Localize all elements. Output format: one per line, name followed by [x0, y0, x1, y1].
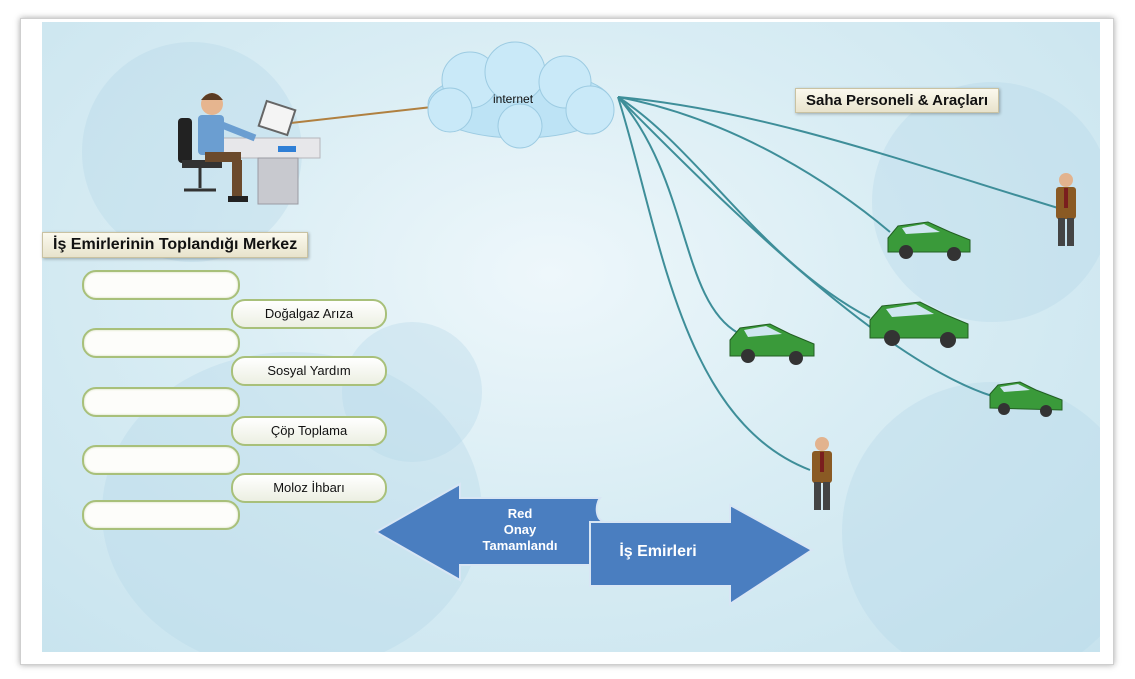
- link-car-1: [617, 96, 891, 233]
- category-tag-cop-toplama: Çöp Toplama: [231, 416, 387, 446]
- field-personnel-title: Saha Personeli & Araçları: [795, 88, 1000, 113]
- car-icon: [869, 301, 969, 348]
- network-links: [617, 96, 1059, 471]
- link-person-top: [617, 96, 1059, 209]
- cloud-label: internet: [493, 92, 534, 106]
- car-icon: [887, 221, 971, 261]
- category-tag-dogalgaz: Doğalgaz Arıza: [231, 299, 387, 329]
- internet-cloud-icon: [427, 41, 615, 149]
- field-person-icon: [812, 437, 832, 510]
- car-icon: [729, 323, 815, 365]
- office-worker-icon: [178, 93, 321, 205]
- arrow-left-line-tamamlandi: Tamamlandı: [482, 538, 558, 553]
- car-icon: [989, 381, 1063, 417]
- link-car-3: [617, 96, 739, 334]
- link-car-4: [617, 96, 993, 397]
- category-tag-moloz-ihbari: Moloz İhbarı: [231, 473, 387, 503]
- empty-slot: [82, 270, 240, 300]
- link-person-bottom: [617, 96, 811, 471]
- right-arrow-shape: [589, 503, 814, 606]
- empty-slot: [82, 387, 240, 417]
- arrow-right-label: İş Emirleri: [619, 543, 697, 560]
- arrow-left-line-onay: Onay: [503, 522, 537, 537]
- field-person-icon: [1056, 173, 1076, 246]
- decor-bubble: [842, 382, 1100, 652]
- empty-slot: [82, 328, 240, 358]
- work-order-center-title: İş Emirlerinin Toplandığı Merkez: [42, 232, 309, 258]
- empty-slot: [82, 445, 240, 475]
- arrow-left-line-red: Red: [507, 506, 533, 521]
- category-tag-sosyal-yardim: Sosyal Yardım: [231, 356, 387, 386]
- desk-connection-line: [281, 106, 433, 125]
- empty-slot: [82, 500, 240, 530]
- link-car-2: [617, 96, 871, 319]
- arrow-left-text: Red Onay Tamamlandı: [455, 506, 585, 554]
